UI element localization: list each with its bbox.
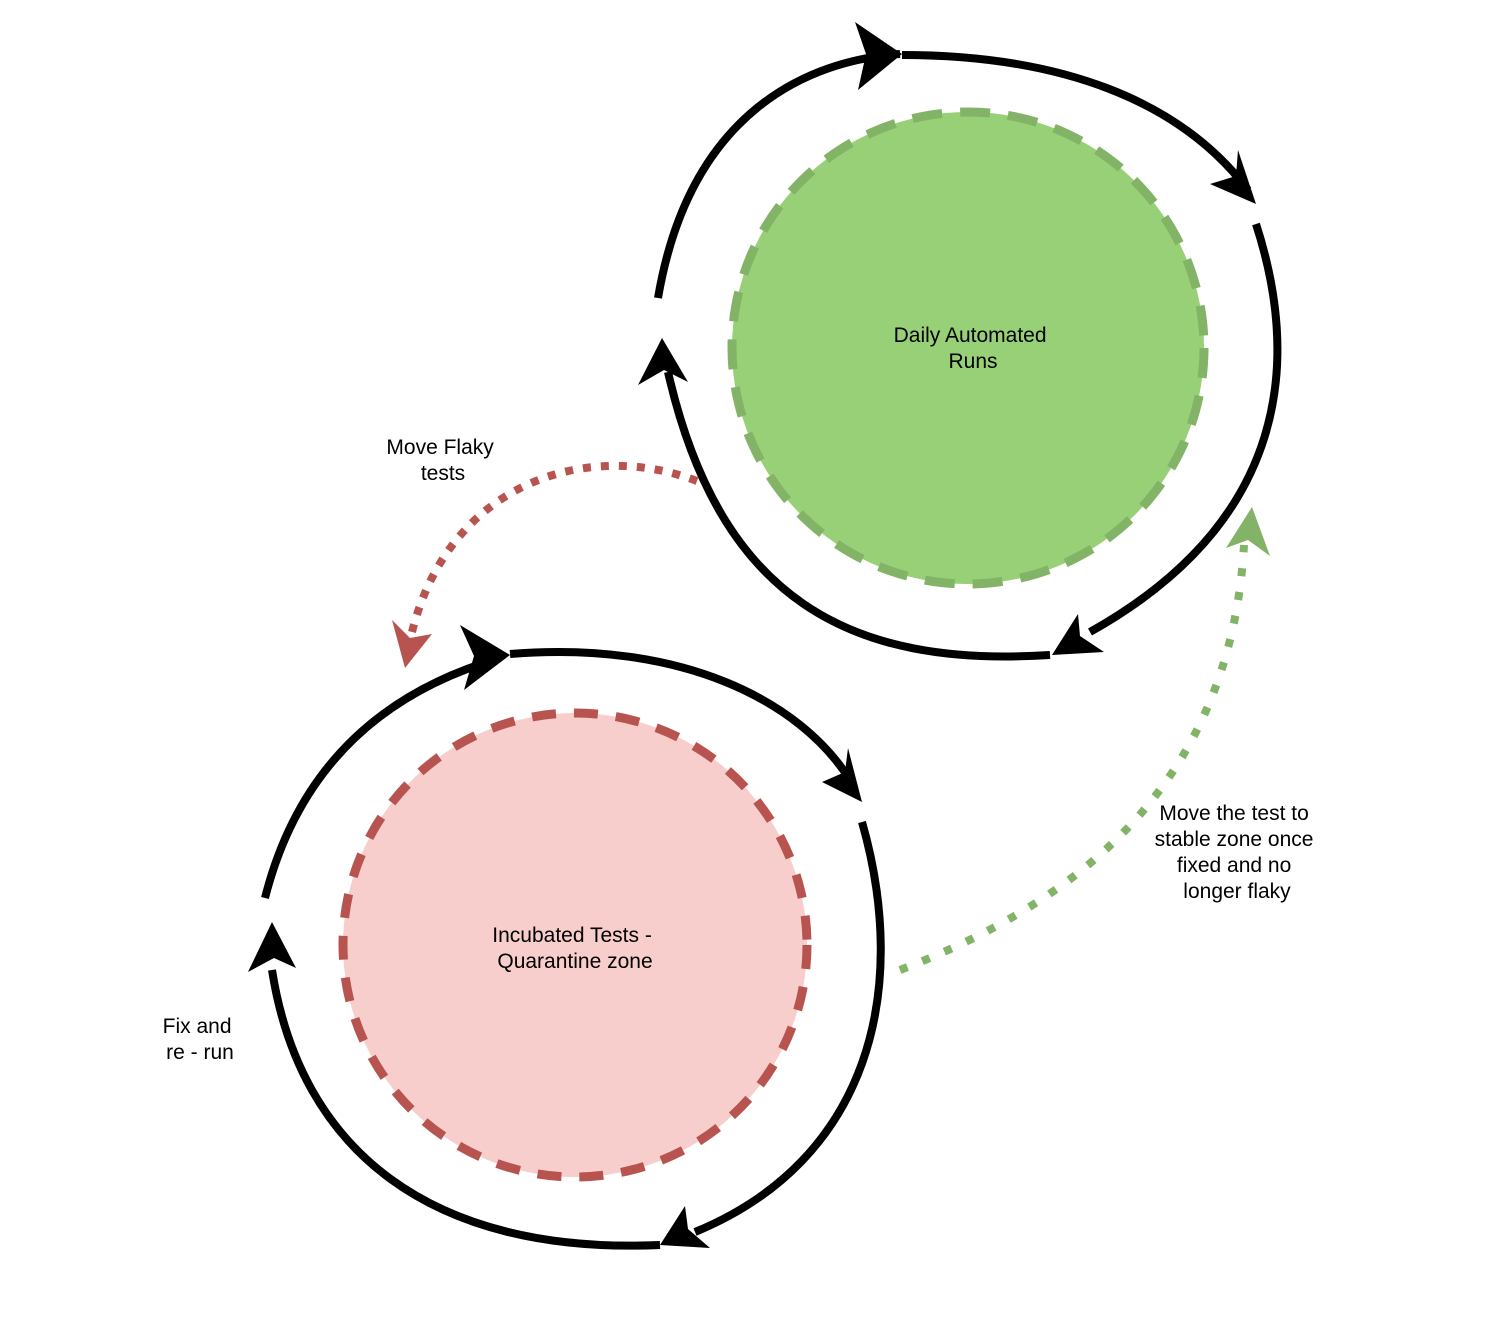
move-flaky-edge: Move Flaky tests xyxy=(386,436,699,668)
quarantine-arrowheads xyxy=(248,625,862,1248)
quarantine-arc-top xyxy=(261,654,502,899)
arrow-head-quarantine-top xyxy=(460,625,510,690)
quarantine-label-line2: Quarantine zone xyxy=(497,950,652,973)
move-stable-label-line3: fixed and no xyxy=(1177,854,1291,877)
daily-arc-bottom xyxy=(664,371,1051,661)
quarantine-arc-right xyxy=(693,820,885,1236)
move-flaky-label-line2: tests xyxy=(421,462,465,485)
daily-arc-top-right xyxy=(901,51,1252,193)
daily-runs-cycle-ring xyxy=(654,50,1282,661)
arrow-head-quarantine-bottom xyxy=(660,1206,710,1248)
arrow-head-daily-left xyxy=(638,338,688,385)
arrow-head-daily-right xyxy=(1210,150,1256,204)
fix-rerun-label-line1: Fix and xyxy=(163,1015,232,1038)
move-flaky-label-line1: Move Flaky xyxy=(386,436,494,459)
move-stable-arrow-head xyxy=(1226,507,1270,556)
daily-runs-arrowheads xyxy=(638,22,1256,655)
quarantine-arc-top-right xyxy=(509,647,854,783)
daily-arc-top xyxy=(654,50,901,299)
move-stable-label-line1: Move the test to xyxy=(1159,802,1308,825)
daily-runs-label: Daily Automated Runs xyxy=(894,324,1053,373)
move-stable-edge: Move the test to stable zone once fixed … xyxy=(898,507,1320,974)
move-stable-label: Move the test to stable zone once fixed … xyxy=(1155,802,1320,903)
move-stable-label-line4: longer flaky xyxy=(1183,880,1291,903)
quarantine-arc-bottom xyxy=(268,969,661,1250)
quarantine-label-line1: Incubated Tests - xyxy=(492,924,652,947)
arrow-head-daily-bottom xyxy=(1052,614,1104,655)
daily-arc-right xyxy=(1088,222,1282,636)
fix-rerun-label-line2: re - run xyxy=(166,1041,234,1064)
quarantine-group: Incubated Tests - Quarantine zone xyxy=(248,625,885,1250)
fix-rerun-label: Fix and re - run xyxy=(163,1015,238,1064)
quarantine-label: Incubated Tests - Quarantine zone xyxy=(492,924,657,973)
move-stable-connector[interactable] xyxy=(898,544,1248,974)
move-flaky-label: Move Flaky tests xyxy=(386,436,499,485)
daily-runs-label-line2: Runs xyxy=(948,350,997,373)
daily-runs-circle[interactable] xyxy=(727,107,1209,589)
daily-runs-label-line1: Daily Automated xyxy=(894,324,1047,347)
move-stable-label-line2: stable zone once xyxy=(1155,828,1314,851)
arrow-head-daily-top xyxy=(855,22,902,90)
quarantine-circle[interactable] xyxy=(338,708,812,1182)
quarantine-cycle-ring xyxy=(261,647,885,1250)
arrow-head-quarantine-left xyxy=(248,922,296,972)
arrow-head-quarantine-right xyxy=(822,748,862,802)
move-flaky-arrow-head xyxy=(392,620,432,668)
daily-runs-group: Daily Automated Runs xyxy=(638,22,1282,661)
move-flaky-connector[interactable] xyxy=(408,461,699,633)
